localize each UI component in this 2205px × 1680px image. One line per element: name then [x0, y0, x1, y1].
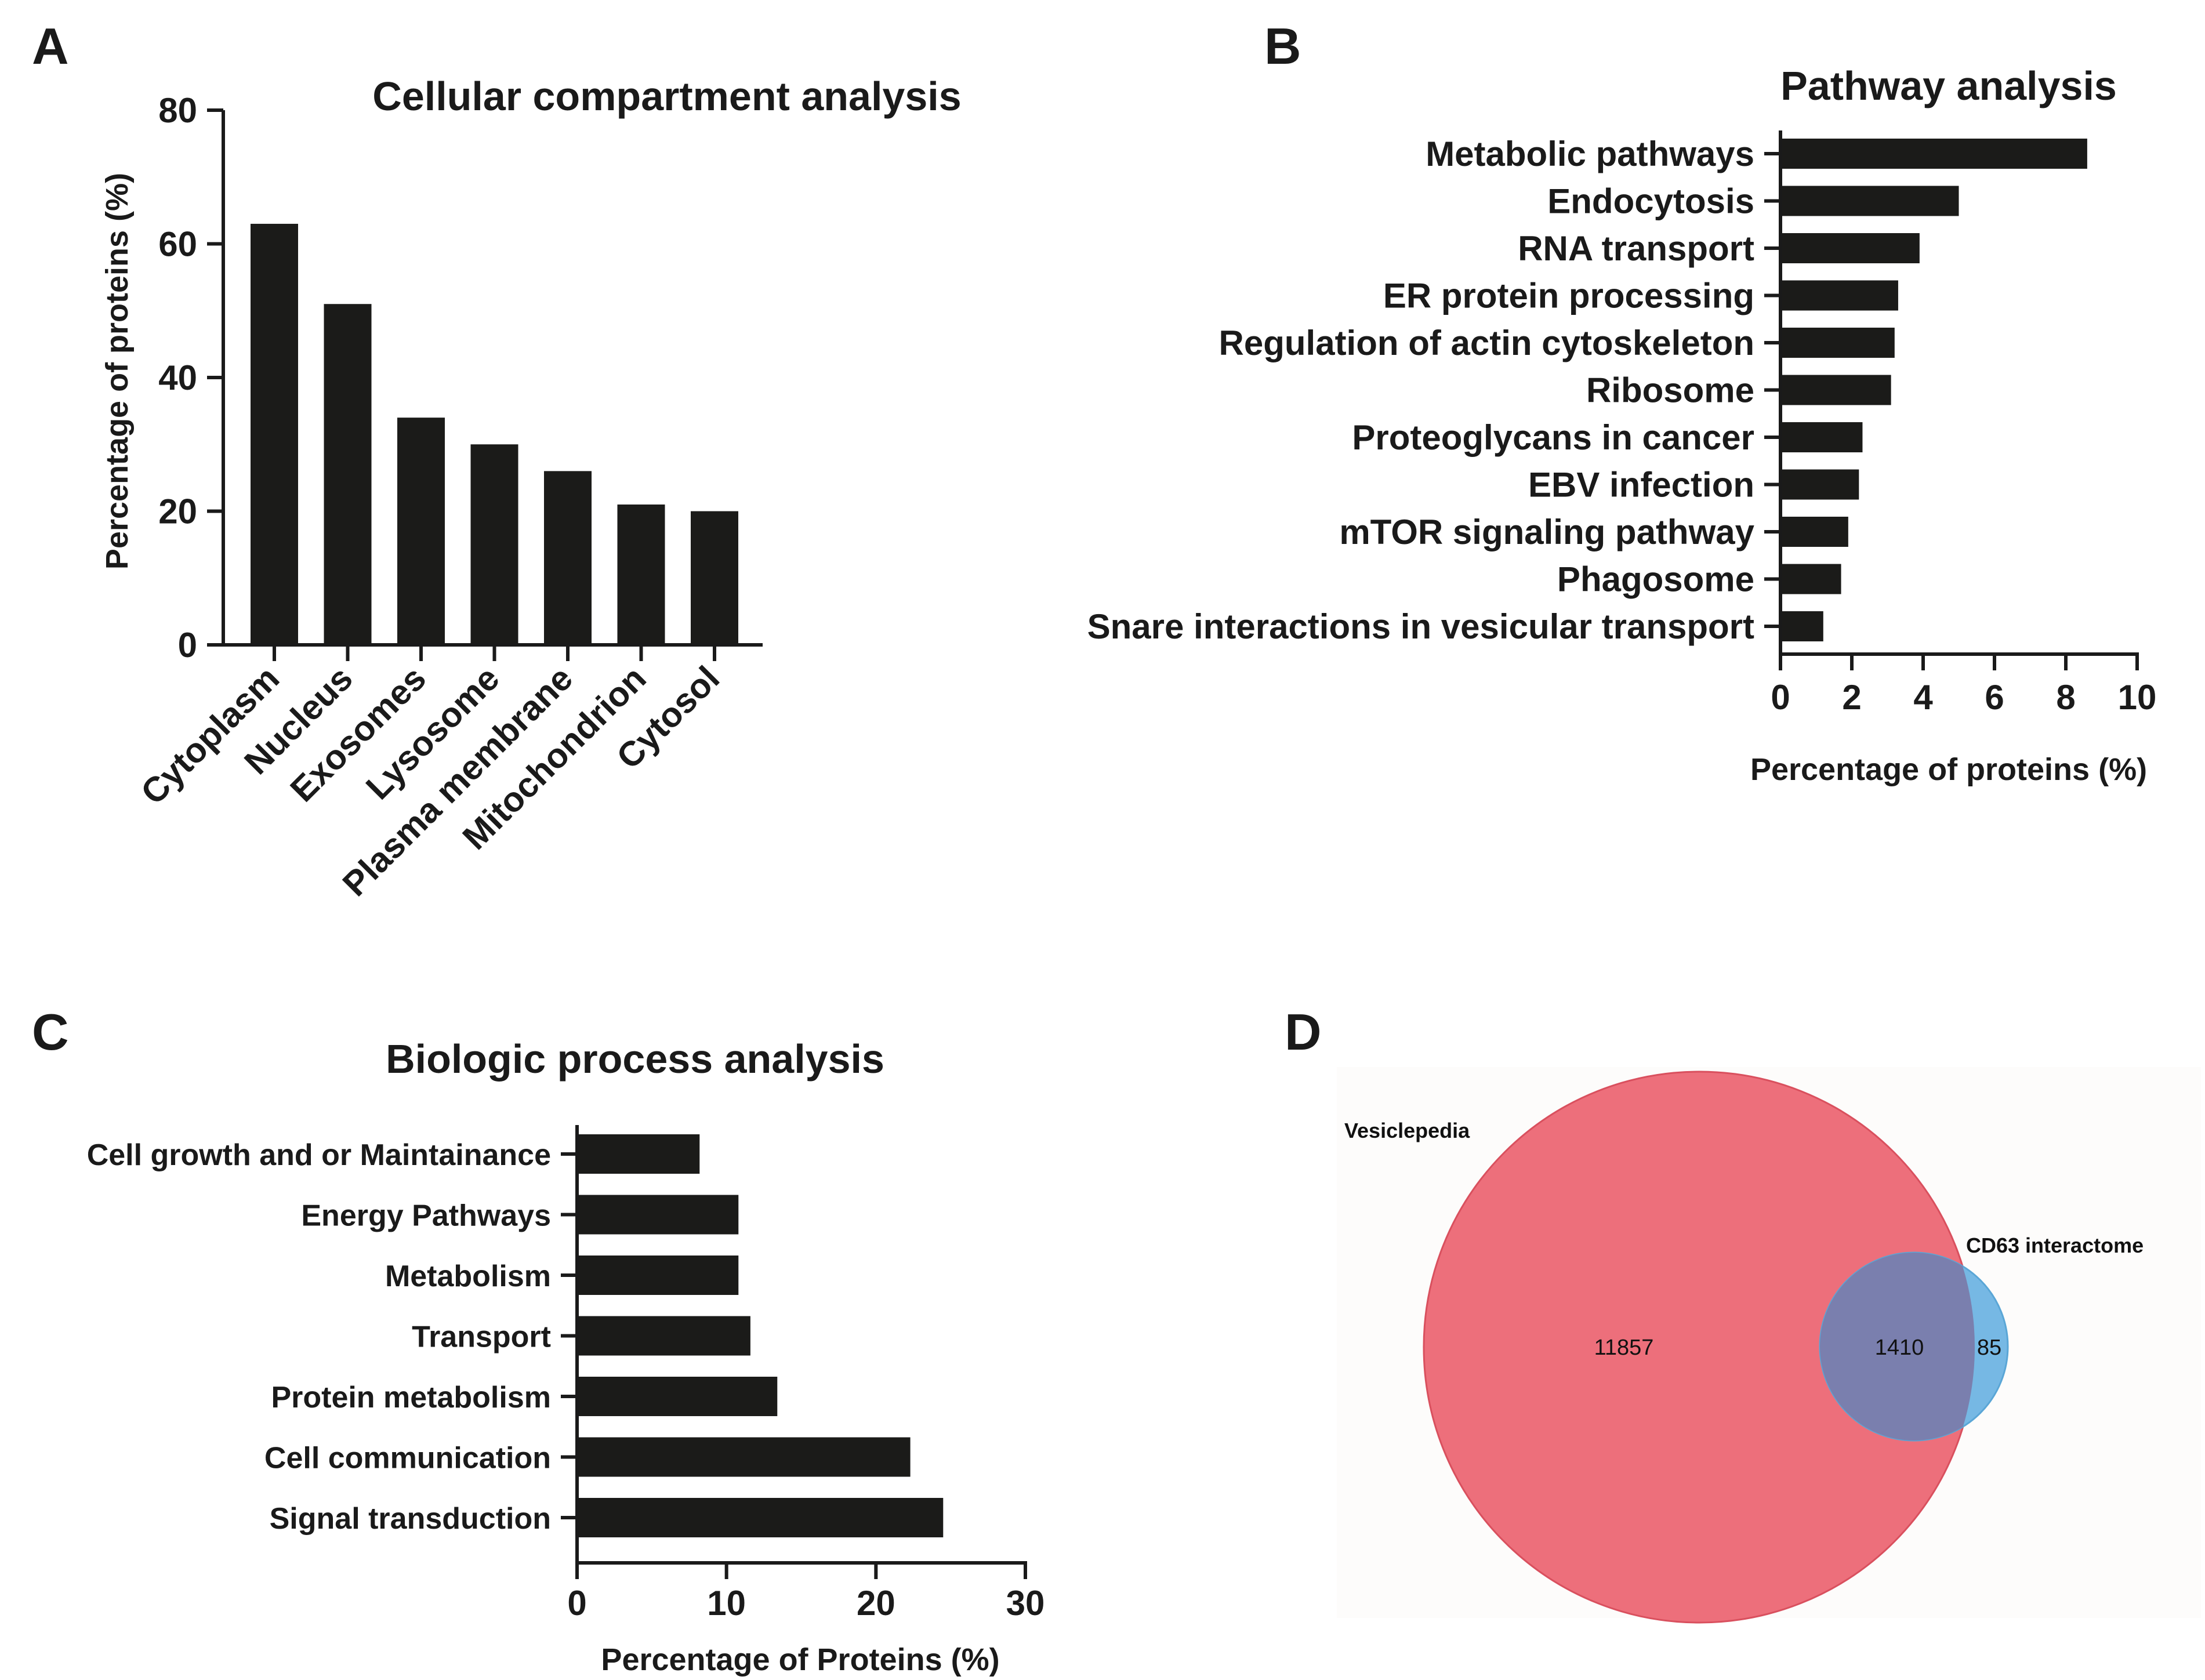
panel-a-y-tick-label: 60 — [158, 225, 197, 264]
panel-a-bars — [251, 223, 738, 645]
panel-b-x-tick-label: 10 — [2118, 678, 2157, 717]
panel-c-category-label: Metabolism — [385, 1260, 551, 1293]
panel-a-bar — [691, 511, 738, 645]
panel-d: D Vesiclepedia CD63 interactome 11857 14… — [1285, 1003, 2201, 1624]
panel-b-category-label: Metabolic pathways — [1426, 135, 1754, 173]
panel-c-bar — [577, 1498, 944, 1537]
panel-b-bar — [1780, 233, 1920, 263]
panel-b-bar — [1780, 280, 1898, 311]
panel-c-bar — [577, 1437, 911, 1477]
panel-b-category-label: Phagosome — [1557, 560, 1754, 599]
panel-a-bar — [324, 304, 372, 645]
panel-a-y-tick-label: 40 — [158, 358, 197, 397]
panel-c-x-tick-label: 0 — [567, 1584, 586, 1623]
panel-a-bar — [617, 504, 665, 645]
panel-b-title: Pathway analysis — [1780, 63, 2117, 108]
panel-b-bar — [1780, 611, 1823, 641]
panel-c-x-axis-label: Percentage of Proteins (%) — [601, 1642, 999, 1677]
panel-b-category-label: ER protein processing — [1383, 277, 1754, 315]
panel-b-category-label: RNA transport — [1518, 229, 1754, 268]
panel-b-bar — [1780, 328, 1895, 358]
panel-b-category-label: EBV infection — [1528, 466, 1754, 505]
panel-b-category-label: Snare interactions in vesicular transpor… — [1087, 607, 1754, 646]
panel-c-x-tick-label: 30 — [1006, 1584, 1045, 1623]
panel-a-y-axis-label: Percentage of proteins (%) — [100, 173, 135, 569]
panel-c-bars — [577, 1134, 944, 1537]
panel-b-x-tick-label: 8 — [2056, 678, 2075, 717]
panel-a-axes — [222, 110, 763, 661]
panel-c-bar — [577, 1256, 739, 1295]
panel-c-bar — [577, 1195, 739, 1235]
panel-b-bar — [1780, 422, 1863, 452]
panel-b-bar — [1780, 186, 1959, 216]
panel-c-bar — [577, 1316, 750, 1356]
panel-c-bar — [577, 1377, 778, 1416]
panel-b-bar — [1780, 469, 1859, 500]
panel-c-category-label: Transport — [412, 1320, 551, 1354]
panel-c-x-tick-label: 10 — [707, 1584, 746, 1623]
panel-b-bar — [1780, 517, 1848, 547]
venn-label-cd63: CD63 interactome — [1966, 1233, 2144, 1257]
panel-b-x-tick-label: 0 — [1771, 678, 1790, 717]
panel-a-title: Cellular compartment analysis — [372, 74, 961, 119]
panel-a-bar — [397, 418, 445, 645]
panel-b-x-tick-label: 2 — [1842, 678, 1861, 717]
panel-d-letter: D — [1285, 1003, 1322, 1061]
panel-b: B Pathway analysis Percentage of protein… — [1087, 17, 2157, 787]
panel-b-bar — [1780, 139, 2087, 169]
panel-a: A Cellular compartment analysis Percenta… — [32, 17, 962, 904]
panel-c-bar — [577, 1134, 700, 1174]
panel-c-title: Biologic process analysis — [386, 1036, 884, 1082]
venn-count-vesiclepedia-only: 11857 — [1594, 1336, 1654, 1360]
panel-b-letter: B — [1264, 17, 1301, 75]
panel-a-bar — [470, 444, 518, 645]
venn-overlap-region — [1820, 1253, 1975, 1440]
panel-c-x-ticks: 0 10 20 30 — [567, 1563, 1045, 1623]
panel-a-bar — [251, 223, 298, 645]
panel-c-category-label: Signal transduction — [270, 1502, 551, 1536]
panel-a-y-tick-label: 80 — [158, 91, 197, 130]
panel-c-category-label: Cell communication — [264, 1442, 551, 1475]
panel-c-axes — [561, 1125, 1027, 1565]
panel-c: C Biologic process analysis Percentage o… — [32, 1003, 1045, 1677]
panel-a-bar — [544, 471, 592, 645]
panel-b-x-tick-label: 4 — [1913, 678, 1933, 717]
panel-b-bar — [1780, 564, 1841, 594]
panel-a-y-tick-label: 20 — [158, 492, 197, 531]
panel-b-bars — [1780, 139, 2087, 641]
panel-b-x-tick-label: 6 — [1985, 678, 2004, 717]
venn-label-vesiclepedia: Vesiclepedia — [1344, 1119, 1470, 1142]
panel-c-category-label: Protein metabolism — [271, 1381, 551, 1414]
venn-count-cd63-only: 85 — [1977, 1336, 2001, 1360]
panel-b-category-label: Ribosome — [1586, 371, 1754, 410]
panel-b-category-label: Endocytosis — [1547, 182, 1754, 221]
panel-b-category-label: Regulation of actin cytoskeleton — [1219, 324, 1754, 362]
panel-a-letter: A — [32, 17, 69, 75]
panel-c-category-label: Energy Pathways — [301, 1199, 551, 1233]
panel-c-letter: C — [32, 1003, 69, 1061]
panel-a-y-tick-label: 0 — [178, 626, 197, 665]
venn-count-overlap: 1410 — [1875, 1336, 1924, 1360]
panel-c-x-tick-label: 20 — [857, 1584, 895, 1623]
panel-b-bar — [1780, 375, 1891, 405]
panel-c-category-label: Cell growth and or Maintainance — [87, 1138, 551, 1172]
panel-b-category-label: mTOR signaling pathway — [1339, 513, 1754, 551]
panel-b-axes — [1764, 130, 2139, 656]
panel-b-category-label: Proteoglycans in cancer — [1352, 418, 1754, 457]
panel-a-y-ticks: 0 20 40 60 80 — [158, 91, 223, 665]
panel-b-x-axis-label: Percentage of proteins (%) — [1750, 752, 2147, 787]
panel-b-x-ticks: 0 2 4 6 8 10 — [1771, 654, 2156, 717]
